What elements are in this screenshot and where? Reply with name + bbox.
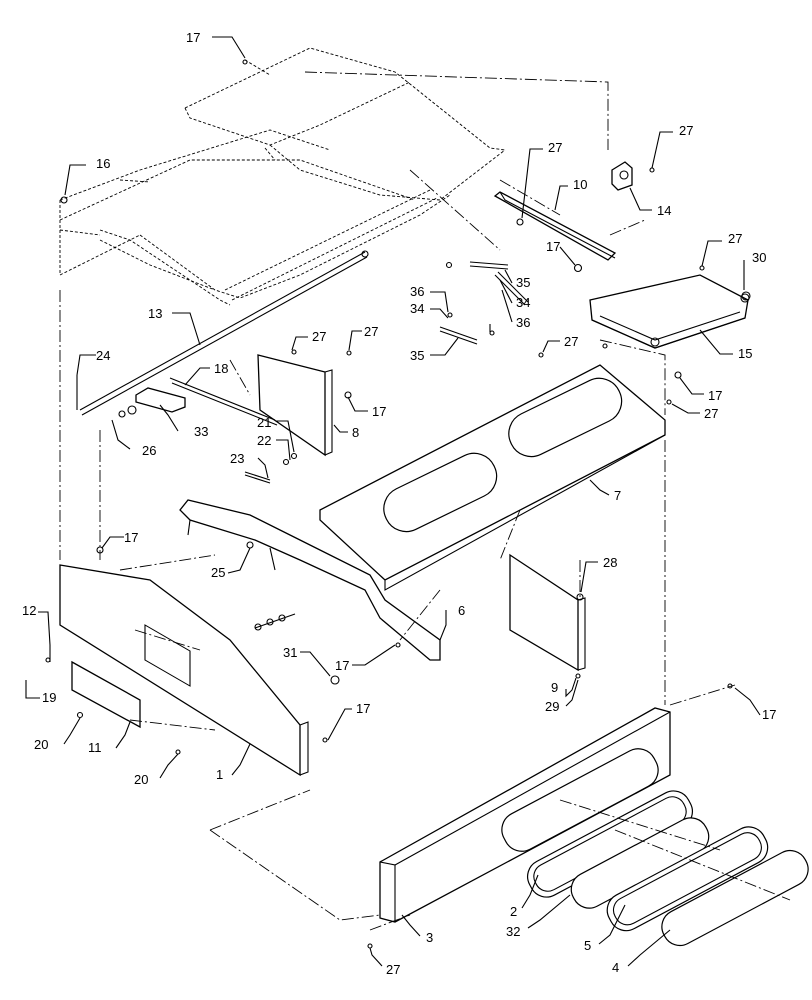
label-18: 18 [214,361,228,376]
bracket-14 [611,161,633,191]
tray-15 [589,274,750,349]
label-31: 31 [283,645,297,660]
panel-9 [509,553,586,672]
label-14: 14 [657,203,671,218]
label-12: 12 [22,603,36,618]
block-33 [135,387,186,413]
label-19: 19 [42,690,56,705]
label-21: 21 [257,415,271,430]
label-26: 26 [142,443,156,458]
label-27e: 27 [364,324,378,339]
label-27f: 27 [564,334,578,349]
label-9: 9 [551,680,558,695]
seal-5 [606,826,769,932]
label-17d: 17 [708,388,722,403]
label-4: 4 [612,960,619,975]
label-3: 3 [426,930,433,945]
label-23: 23 [230,451,244,466]
label-28: 28 [603,555,617,570]
label-15: 15 [738,346,752,361]
label-24: 24 [96,348,110,363]
label-34a: 34 [516,295,530,310]
label-20b: 20 [134,772,148,787]
label-2: 2 [510,904,517,919]
bracket-10 [493,191,617,261]
assembly-lines [59,71,791,931]
rod-13 [79,250,369,416]
label-17g: 17 [762,707,776,722]
label-27g: 27 [704,406,718,421]
label-7: 7 [614,488,621,503]
panel-3 [379,707,671,923]
label-32: 32 [506,924,520,939]
plate-11 [71,660,141,729]
label-33: 33 [194,424,208,439]
label-27b: 27 [679,123,693,138]
frame-6 [179,499,441,661]
label-6: 6 [458,603,465,618]
label-17b: 17 [546,239,560,254]
panel-1 [59,564,309,777]
glass-4 [661,849,809,947]
label-30: 30 [752,250,766,265]
label-5: 5 [584,938,591,953]
label-25: 25 [211,565,225,580]
label-35a: 35 [516,275,530,290]
label-29: 29 [545,699,559,714]
label-27d: 27 [312,329,326,344]
bar-18 [169,377,278,426]
label-17c: 17 [372,404,386,419]
label-11: 11 [88,740,102,755]
label-17a: 17 [186,30,200,45]
label-13: 13 [148,306,162,321]
label-20a: 20 [34,737,48,752]
callout-labels: 17 16 27 27 10 14 17 27 30 35 34 36 36 3… [22,30,776,977]
label-8: 8 [352,425,359,440]
label-10: 10 [573,177,587,192]
label-36b: 36 [516,315,530,330]
label-17e: 17 [124,530,138,545]
canopy-phantom [59,47,506,306]
label-36a: 36 [410,284,424,299]
label-27c: 27 [728,231,742,246]
label-27a: 27 [548,140,562,155]
label-27h: 27 [386,962,400,977]
label-34b: 34 [410,301,424,316]
leader-lines [25,36,761,967]
panel-7 [319,364,666,591]
label-17h: 17 [356,701,370,716]
label-35b: 35 [410,348,424,363]
label-16: 16 [96,156,110,171]
panel-8 [257,354,333,457]
label-1: 1 [216,767,223,782]
label-22: 22 [257,433,271,448]
label-17f: 17 [335,658,349,673]
links-35-36 [439,261,529,345]
